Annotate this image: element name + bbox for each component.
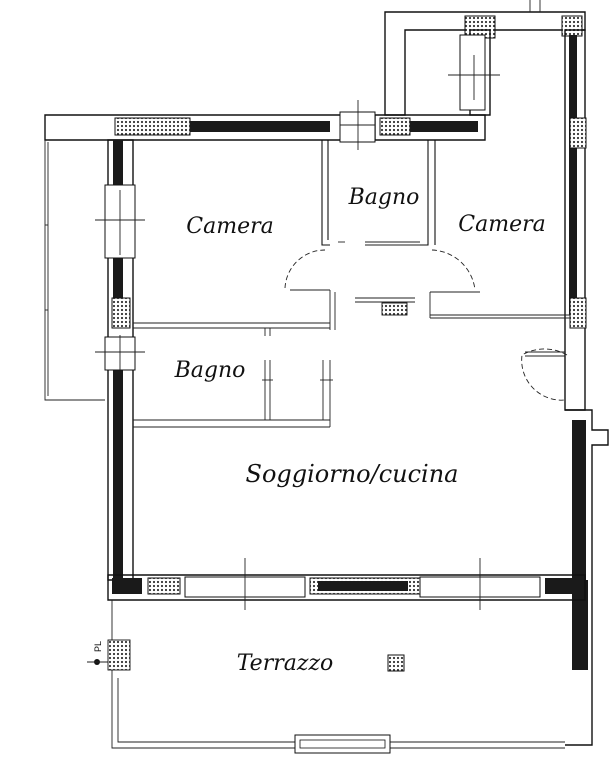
room-label-terrazzo: Terrazzo <box>237 651 334 676</box>
pl-marker-label: PL <box>93 641 103 652</box>
chimney <box>529 0 541 12</box>
room-label-bagno-top: Bagno <box>348 185 420 210</box>
left-balcony <box>44 140 105 401</box>
doors <box>284 249 568 401</box>
window-marks <box>95 55 500 610</box>
room-label-camera-left: Camera <box>186 214 273 239</box>
exterior-walls <box>44 11 609 746</box>
room-label-soggiorno: Soggiorno/cucina <box>246 460 459 488</box>
room-label-bagno-left: Bagno <box>174 358 246 383</box>
terrace-outline <box>87 600 565 754</box>
interior-walls <box>133 140 570 428</box>
room-label-camera-right: Camera <box>458 212 545 237</box>
